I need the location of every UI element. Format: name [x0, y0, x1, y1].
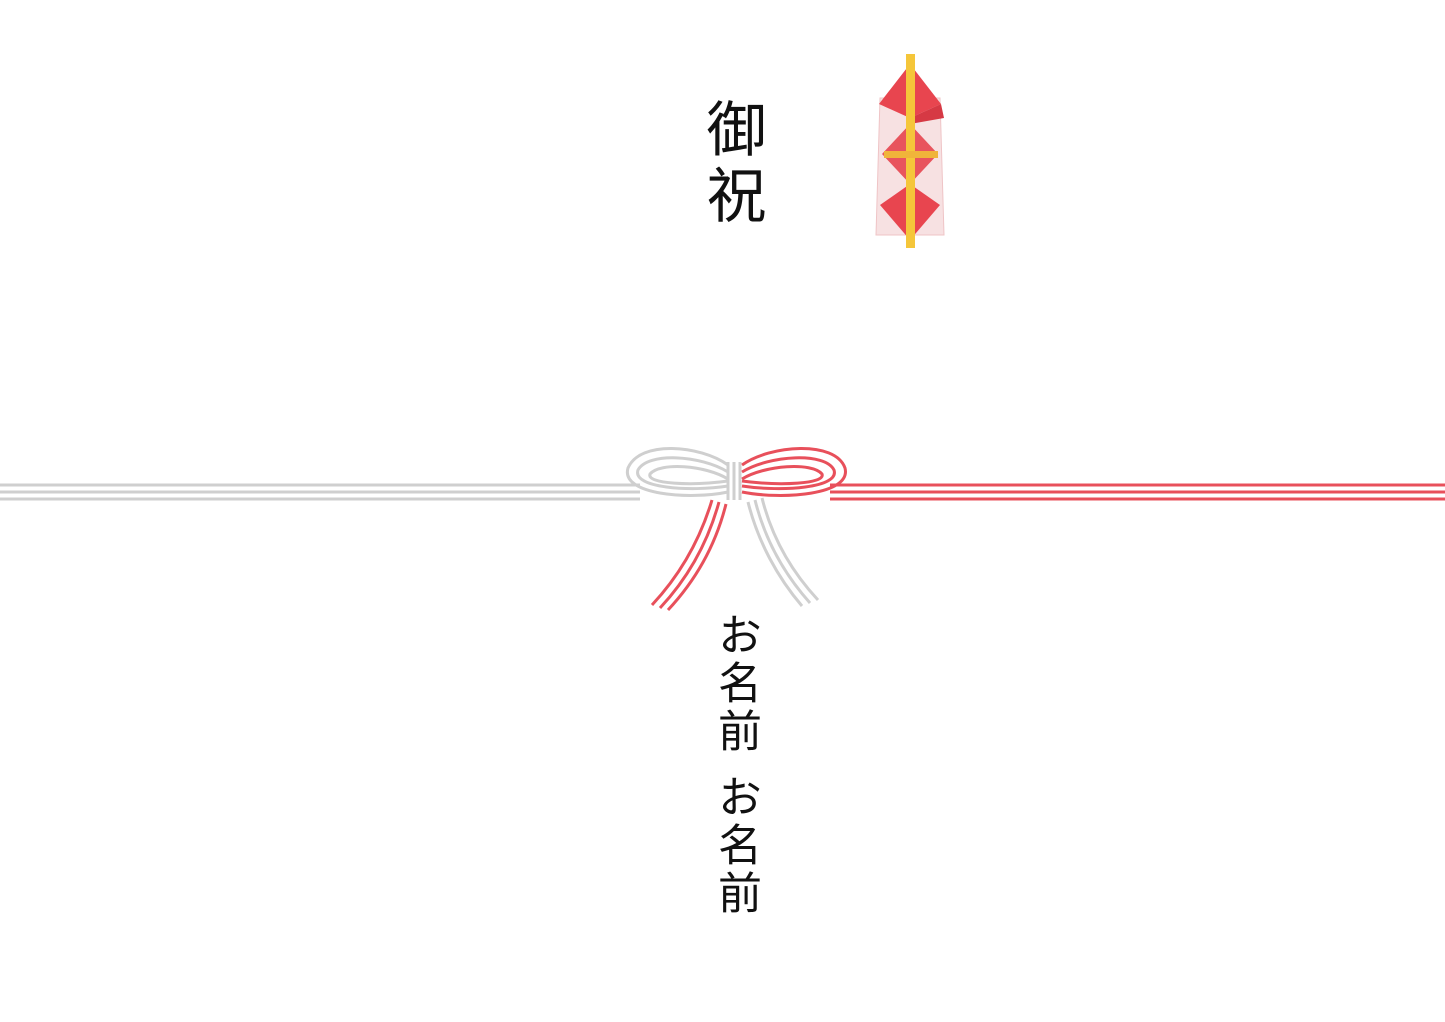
omotegaki-title: 御祝 [696, 98, 766, 230]
red-cord [830, 483, 1445, 501]
giver-name-2: お名前 [710, 774, 761, 918]
mizuhiki-bow-icon [626, 447, 847, 612]
noshi-ornament-icon [875, 54, 945, 248]
giver-name-1: お名前 [710, 612, 761, 756]
white-cord [0, 483, 640, 501]
